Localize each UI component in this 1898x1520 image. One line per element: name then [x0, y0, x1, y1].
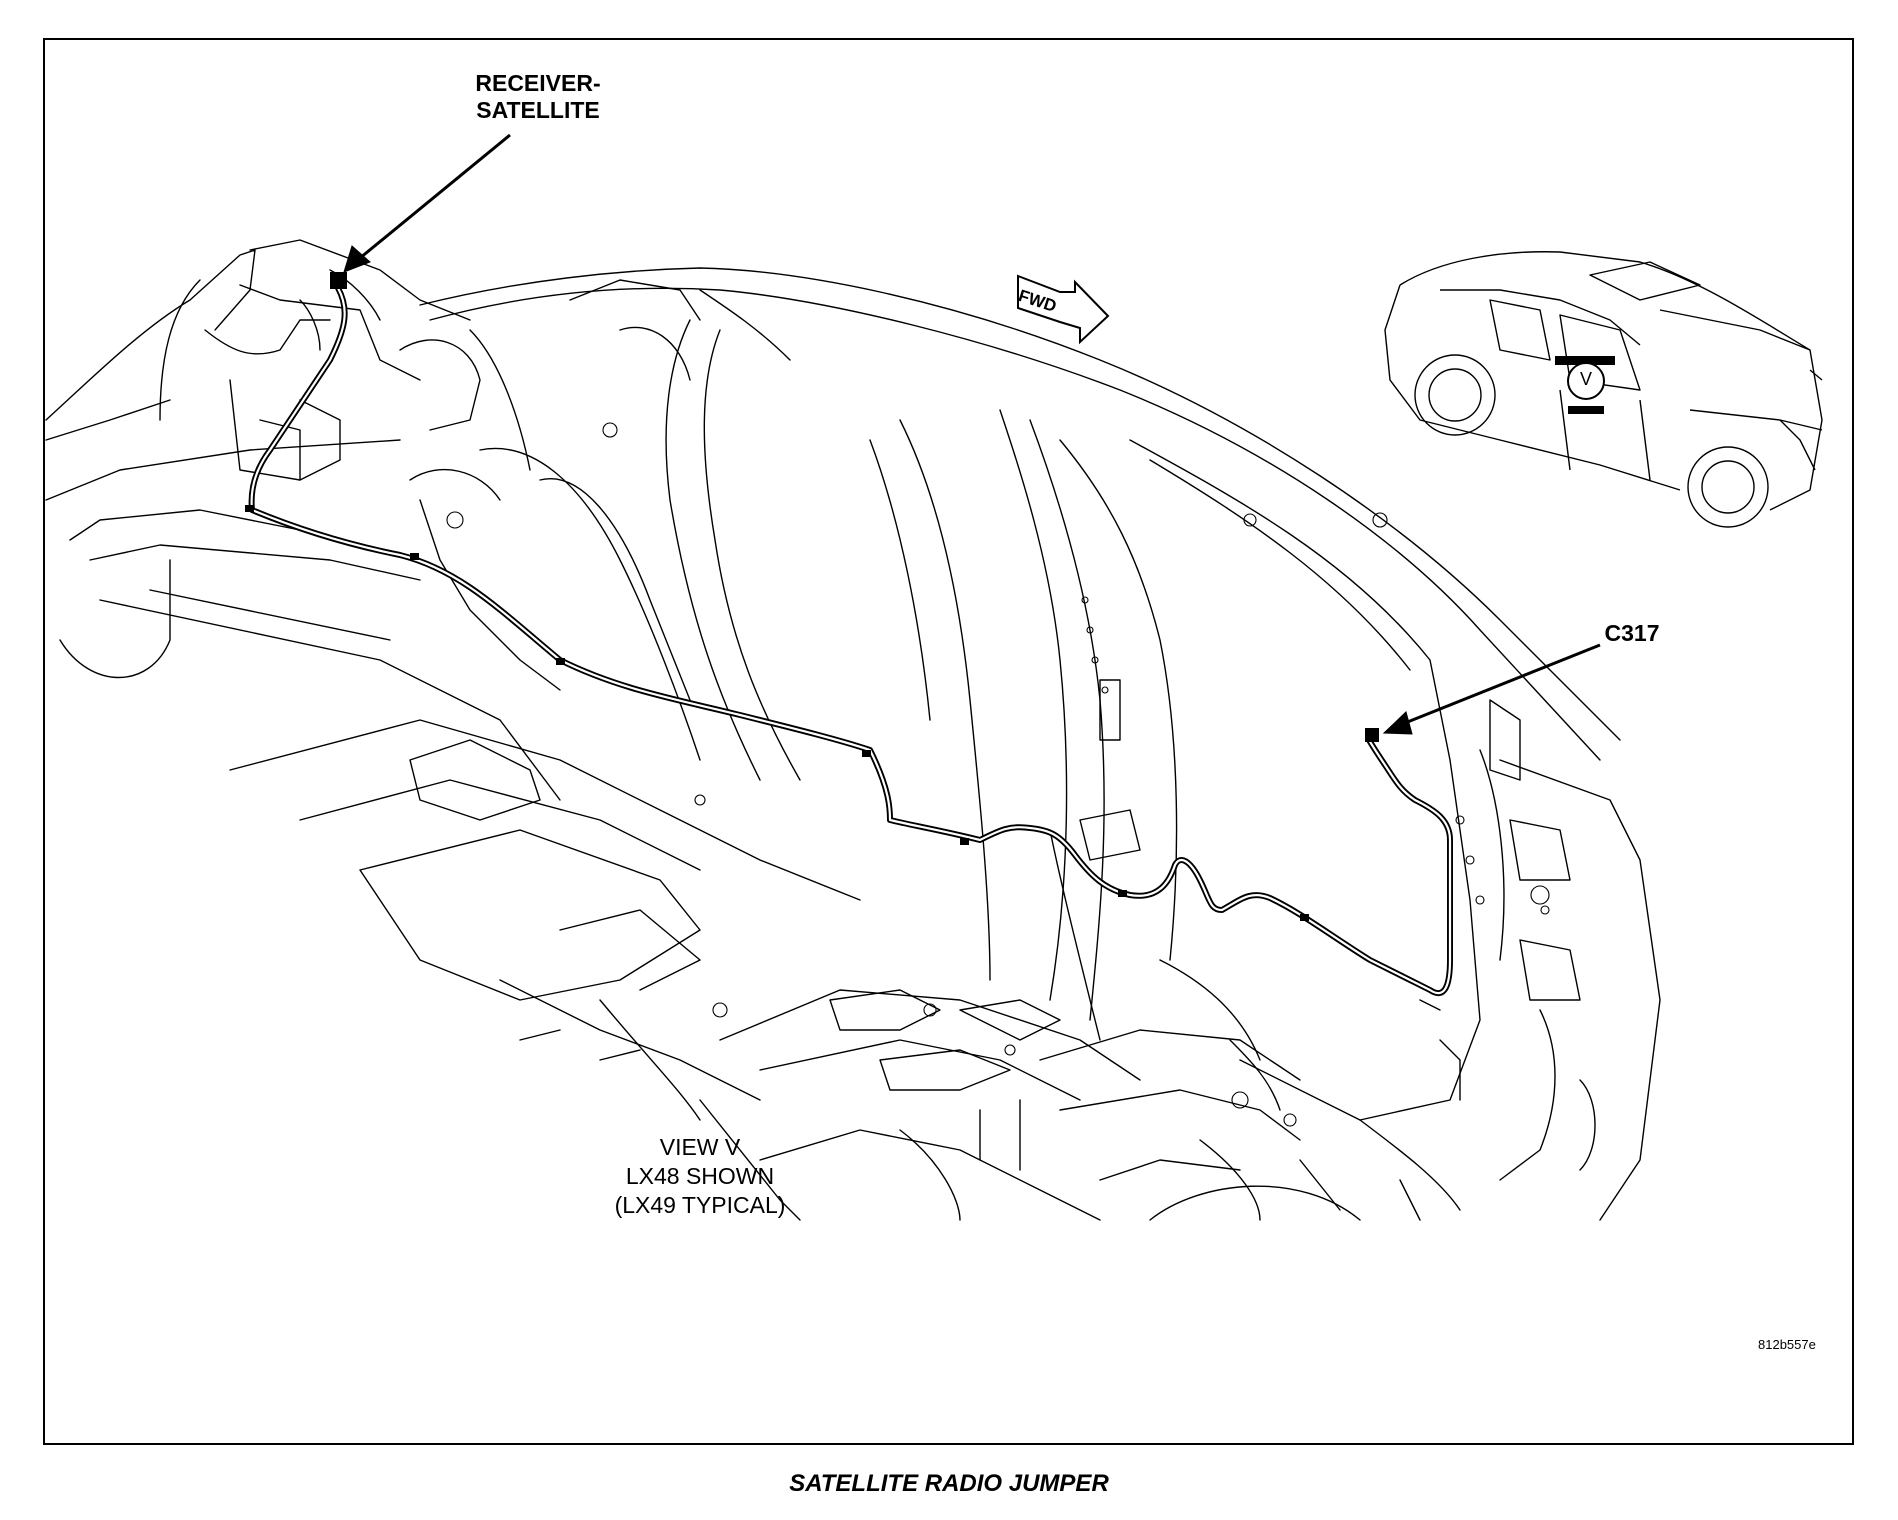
receiver-satellite-connector	[330, 272, 347, 289]
harness-clips	[245, 505, 1309, 921]
diagram-frame	[43, 38, 1854, 1445]
door-opening	[1129, 439, 1661, 1221]
receiver-satellite-label: RECEIVER- SATELLITE	[438, 70, 638, 124]
c317-label: C317	[1604, 620, 1660, 646]
receiver-label-line2: SATELLITE	[476, 97, 600, 123]
c317-connector	[1365, 728, 1379, 742]
fwd-arrow-icon	[1017, 274, 1110, 345]
figure-id: 812b557e	[1758, 1337, 1816, 1352]
floor-pan	[229, 719, 1361, 1221]
view-note: VIEW V LX48 SHOWN (LX49 TYPICAL)	[580, 1133, 820, 1220]
view-note-line3: (LX49 TYPICAL)	[614, 1192, 786, 1218]
figure-caption: SATELLITE RADIO JUMPER	[789, 1470, 1109, 1497]
receiver-label-line1: RECEIVER-	[475, 70, 601, 96]
satellite-radio-jumper-harness	[248, 285, 1453, 997]
c317-leader-arrow	[1382, 643, 1601, 735]
receiver-leader-arrow	[343, 133, 511, 273]
view-note-line2: LX48 SHOWN	[625, 1163, 775, 1189]
vehicle-location-inset	[1384, 251, 1823, 528]
view-note-line1: VIEW V	[659, 1134, 741, 1160]
view-v-marker-icon	[1555, 356, 1615, 414]
view-marker-label: V	[1579, 369, 1592, 389]
rear-body-structure	[45, 239, 701, 801]
b-pillar-and-roof-rail	[419, 267, 1621, 1061]
body-holes	[446, 422, 1550, 1127]
